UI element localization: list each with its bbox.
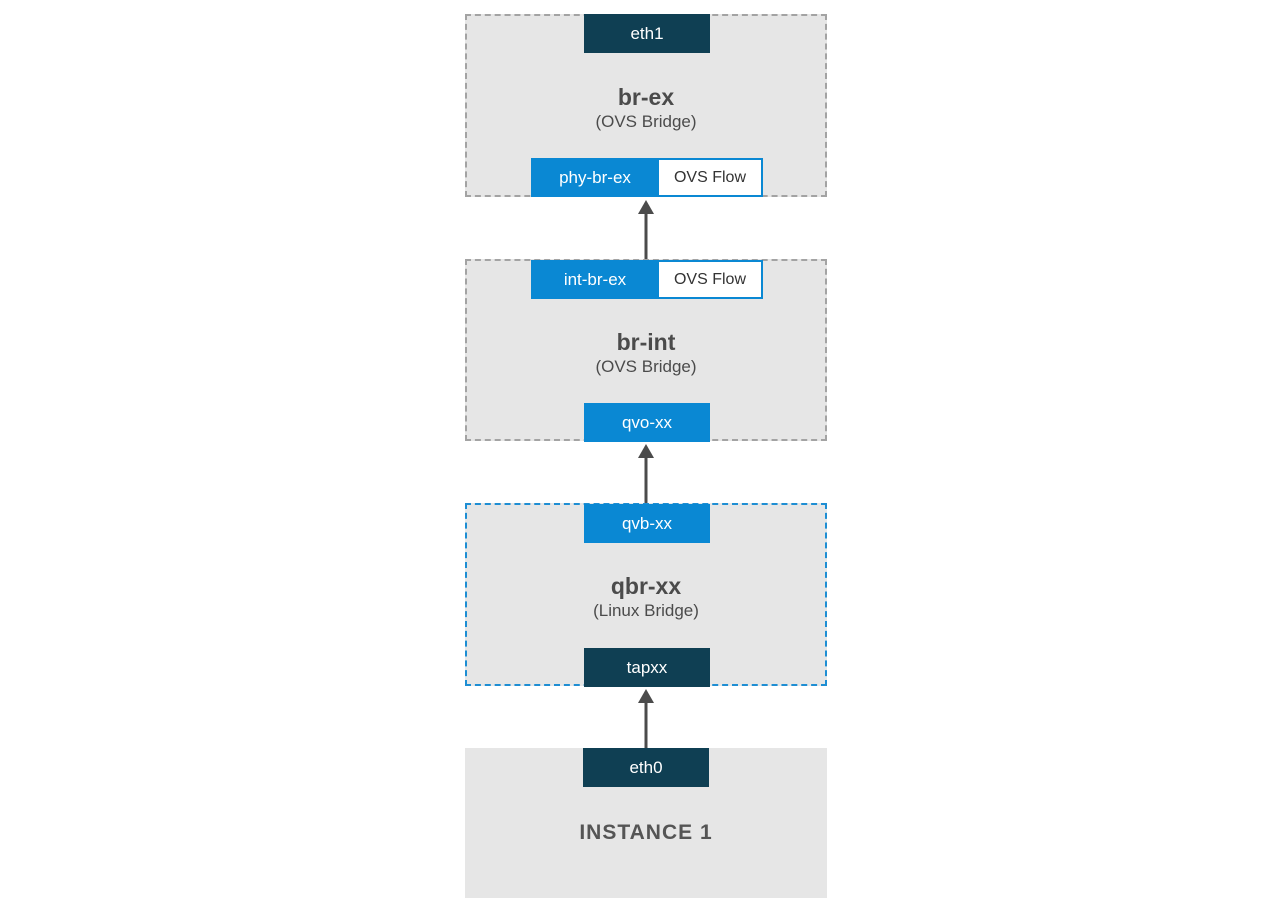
- br-ex-title: br-ex: [617, 84, 675, 110]
- tapxx-port: tapxx: [584, 648, 710, 687]
- qvo-xx-port: qvo-xx: [584, 403, 710, 442]
- qbr-xx-type: (Linux Bridge): [593, 601, 699, 620]
- br-int-ovs-flow: OVS Flow: [657, 260, 763, 299]
- br-ex-ovs-flow: OVS Flow: [657, 158, 763, 197]
- instance-label: INSTANCE 1: [579, 821, 713, 844]
- eth1-port: eth1: [584, 14, 710, 53]
- instance-box: eth0 INSTANCE 1: [465, 748, 827, 898]
- qvb-xx-port: qvb-xx: [584, 504, 710, 543]
- br-int-title: br-int: [616, 329, 676, 355]
- arrow-instance-to-qbr: [638, 689, 654, 748]
- arrow-br-int-to-br-ex: [638, 200, 654, 259]
- eth0-port: eth0: [583, 748, 709, 787]
- int-br-ex-port: int-br-ex: [531, 260, 659, 299]
- br-int-type: (OVS Bridge): [595, 357, 697, 376]
- br-ex-type: (OVS Bridge): [595, 112, 697, 131]
- arrow-qbr-to-br-int: [638, 444, 654, 503]
- phy-br-ex-port: phy-br-ex: [531, 158, 659, 197]
- br-ex-bridge: eth1 br-ex (OVS Bridge) phy-br-ex OVS Fl…: [465, 14, 827, 197]
- br-int-bridge: int-br-ex OVS Flow br-int (OVS Bridge) q…: [465, 259, 827, 442]
- qbr-xx-title: qbr-xx: [610, 573, 682, 599]
- qbr-xx-bridge: qvb-xx qbr-xx (Linux Bridge) tapxx: [465, 503, 827, 687]
